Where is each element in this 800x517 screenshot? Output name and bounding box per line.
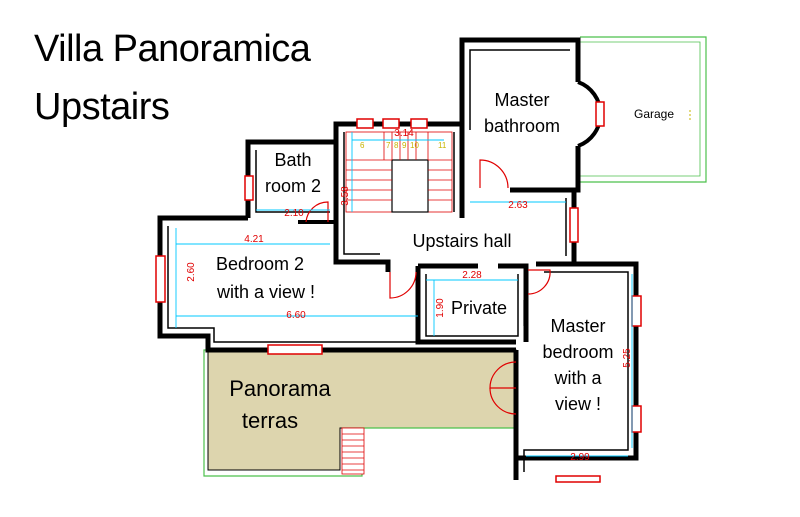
dimension-private-width: 2.28 — [462, 270, 482, 281]
room-label-terrace: terras — [242, 408, 298, 433]
room-label-master-bedroom: Master — [550, 316, 605, 336]
room-label-garage: Garage — [634, 107, 674, 121]
stair-step-label: 10 — [410, 141, 419, 150]
garage — [580, 36, 707, 183]
room-label-bedroom2: Bedroom 2 — [216, 254, 304, 274]
room-label-master-bathroom: Master — [494, 90, 549, 110]
room-label-bedroom2: with a view ! — [216, 282, 315, 302]
room-label-master-bedroom: with a — [553, 368, 602, 388]
room-label-master-bedroom: bedroom — [542, 342, 613, 362]
dimension-lines — [175, 132, 633, 457]
dimension-hall-width: 2.63 — [508, 200, 528, 211]
windows — [155, 101, 642, 483]
dimension-master-bed-depth: 5.25 — [622, 348, 633, 368]
room-label-upstairs-hall: Upstairs hall — [412, 231, 511, 251]
dimension-stair-length: 3.58 — [340, 186, 351, 206]
room-label-master-bedroom: view ! — [555, 394, 601, 414]
room-label-bathroom2: Bath — [274, 150, 311, 170]
dimension-bed2-width: 4.21 — [244, 234, 264, 245]
dimension-bed2-depth: 2.60 — [186, 262, 197, 282]
dimension-bath2-width: 2.10 — [284, 208, 304, 219]
room-label-private: Private — [451, 298, 507, 318]
dimension-bed2-length: 6.60 — [286, 310, 306, 321]
interior-staircase — [345, 131, 453, 213]
stair-step-label: 9 — [402, 141, 407, 150]
plan-title: Villa Panoramica — [34, 28, 311, 70]
dimension-stair-width: 3.14 — [394, 128, 414, 139]
terrace-stairs — [341, 427, 365, 475]
doors — [305, 159, 551, 415]
dimension-master-bed-width: 2.99 — [570, 452, 590, 463]
room-label-bathroom2: room 2 — [265, 176, 321, 196]
room-label-master-bathroom: bathroom — [484, 116, 560, 136]
stair-step-label: 7 — [386, 141, 391, 150]
stair-step-label: 8 — [394, 141, 399, 150]
inner-wall-lines — [167, 49, 629, 472]
room-label-terrace: Panorama — [229, 376, 331, 401]
dimension-private-depth: 1.90 — [435, 298, 446, 318]
terrace-outline — [203, 349, 516, 477]
plan-subtitle: Upstairs — [34, 86, 170, 128]
stair-step-label: 6 — [360, 141, 365, 150]
stair-step-label: 11 — [438, 141, 447, 150]
